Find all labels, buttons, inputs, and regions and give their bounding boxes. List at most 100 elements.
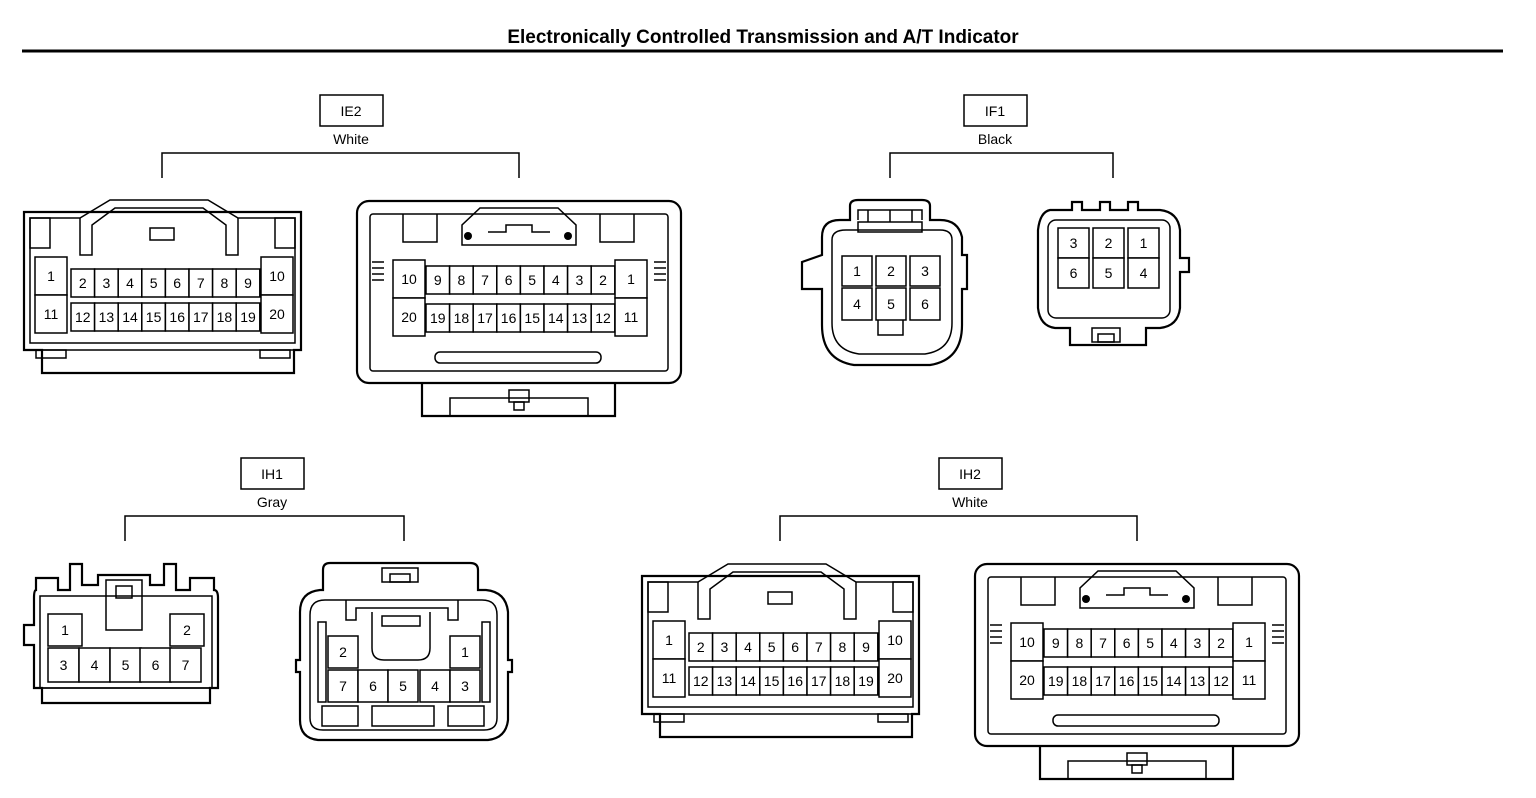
pin-cell: [853, 632, 879, 662]
pin-number: 3: [576, 272, 584, 288]
pin-number: 17: [193, 309, 209, 325]
pin-cell: [260, 256, 294, 296]
pin-cell: [34, 294, 68, 334]
connector-housing: [1036, 200, 1191, 347]
pin-cell: [169, 647, 202, 683]
pin-cell: [34, 256, 68, 296]
pin-number: 3: [461, 678, 469, 694]
pin-cell: [652, 658, 686, 698]
pin-number: 18: [835, 673, 851, 689]
pin-cell: [387, 669, 419, 703]
pin-cell: [875, 287, 907, 321]
pin-number: 1: [853, 263, 861, 279]
pin-number: 6: [173, 275, 181, 291]
pin-cell: [1092, 257, 1125, 289]
pin-cell: [1010, 622, 1044, 662]
pin-number: 8: [221, 275, 229, 291]
pin-number: 5: [887, 296, 895, 312]
pin-number: 6: [369, 678, 377, 694]
pin-number: 9: [434, 272, 442, 288]
pin-number: 20: [1019, 672, 1035, 688]
pin-number: 2: [1105, 235, 1113, 251]
pin-number: 15: [524, 310, 540, 326]
pin-number: 4: [1170, 635, 1178, 651]
pin-cell: [327, 669, 359, 703]
pin-number: 9: [862, 639, 870, 655]
pin-number: 8: [458, 272, 466, 288]
pin-number: 14: [122, 309, 138, 325]
pin-number: 6: [1070, 265, 1078, 281]
pin-number: 17: [1095, 673, 1111, 689]
pin-number: 1: [1245, 634, 1253, 650]
pin-number: 7: [197, 275, 205, 291]
pin-number: 5: [768, 639, 776, 655]
pin-number: 12: [1213, 673, 1229, 689]
pin-cell: [841, 287, 873, 321]
pin-number: 2: [339, 644, 347, 660]
pin-number: 13: [717, 673, 733, 689]
pin-number: 20: [401, 309, 417, 325]
pin-number: 17: [811, 673, 827, 689]
pin-number: 6: [1123, 635, 1131, 651]
pin-number: 4: [853, 296, 861, 312]
pin-number: 7: [1099, 635, 1107, 651]
connector-housing: [355, 199, 683, 385]
connector-code: IH1: [261, 466, 283, 482]
pin-number: 16: [787, 673, 803, 689]
connector-color: White: [333, 131, 369, 147]
connector-color: White: [952, 494, 988, 510]
pin-number: 11: [662, 670, 677, 686]
pin-cell: [109, 647, 142, 683]
pin-cell: [260, 294, 294, 334]
connector-code: IF1: [985, 103, 1005, 119]
pin-cell: [841, 255, 873, 287]
pin-number: 4: [1140, 265, 1148, 281]
pin-number: 6: [921, 296, 929, 312]
pin-number: 9: [244, 275, 252, 291]
connector-code: IE2: [340, 103, 361, 119]
pin-number: 9: [1052, 635, 1060, 651]
pin-cell: [652, 620, 686, 660]
pin-number: 13: [99, 309, 115, 325]
pin-cell: [1208, 666, 1234, 696]
pin-number: 19: [240, 309, 256, 325]
pin-number: 4: [91, 657, 99, 673]
connector-housing: [22, 562, 220, 705]
pin-number: 13: [1190, 673, 1206, 689]
pin-number: 10: [887, 632, 903, 648]
pin-number: 4: [431, 678, 439, 694]
pin-cell: [909, 255, 941, 287]
pin-cell: [878, 620, 912, 660]
pin-number: 3: [721, 639, 729, 655]
pin-cell: [47, 613, 83, 647]
pin-number: 11: [44, 306, 59, 322]
pin-number: 5: [1105, 265, 1113, 281]
pin-number: 2: [599, 272, 607, 288]
pin-cell: [169, 613, 205, 647]
pin-cell: [1127, 257, 1160, 289]
pin-cell: [1092, 227, 1125, 259]
pin-number: 18: [454, 310, 470, 326]
pin-number: 18: [217, 309, 233, 325]
pin-number: 3: [103, 275, 111, 291]
connector-bracket: [889, 152, 1114, 178]
pin-cell: [235, 302, 261, 332]
connector-ih2: IH2 White 111102021231341451561671781891…: [640, 457, 1301, 781]
pin-number: 5: [399, 678, 407, 694]
pin-cell: [1057, 257, 1090, 289]
pin-cell: [449, 669, 481, 703]
connector-code-box: [240, 457, 305, 490]
pin-number: 1: [47, 268, 55, 284]
pin-cell: [878, 658, 912, 698]
pin-number: 1: [461, 644, 469, 660]
pin-number: 5: [150, 275, 158, 291]
pin-number: 7: [481, 272, 489, 288]
pin-number: 6: [152, 657, 160, 673]
pin-number: 6: [505, 272, 513, 288]
page-title: Electronically Controlled Transmission a…: [507, 27, 1019, 48]
